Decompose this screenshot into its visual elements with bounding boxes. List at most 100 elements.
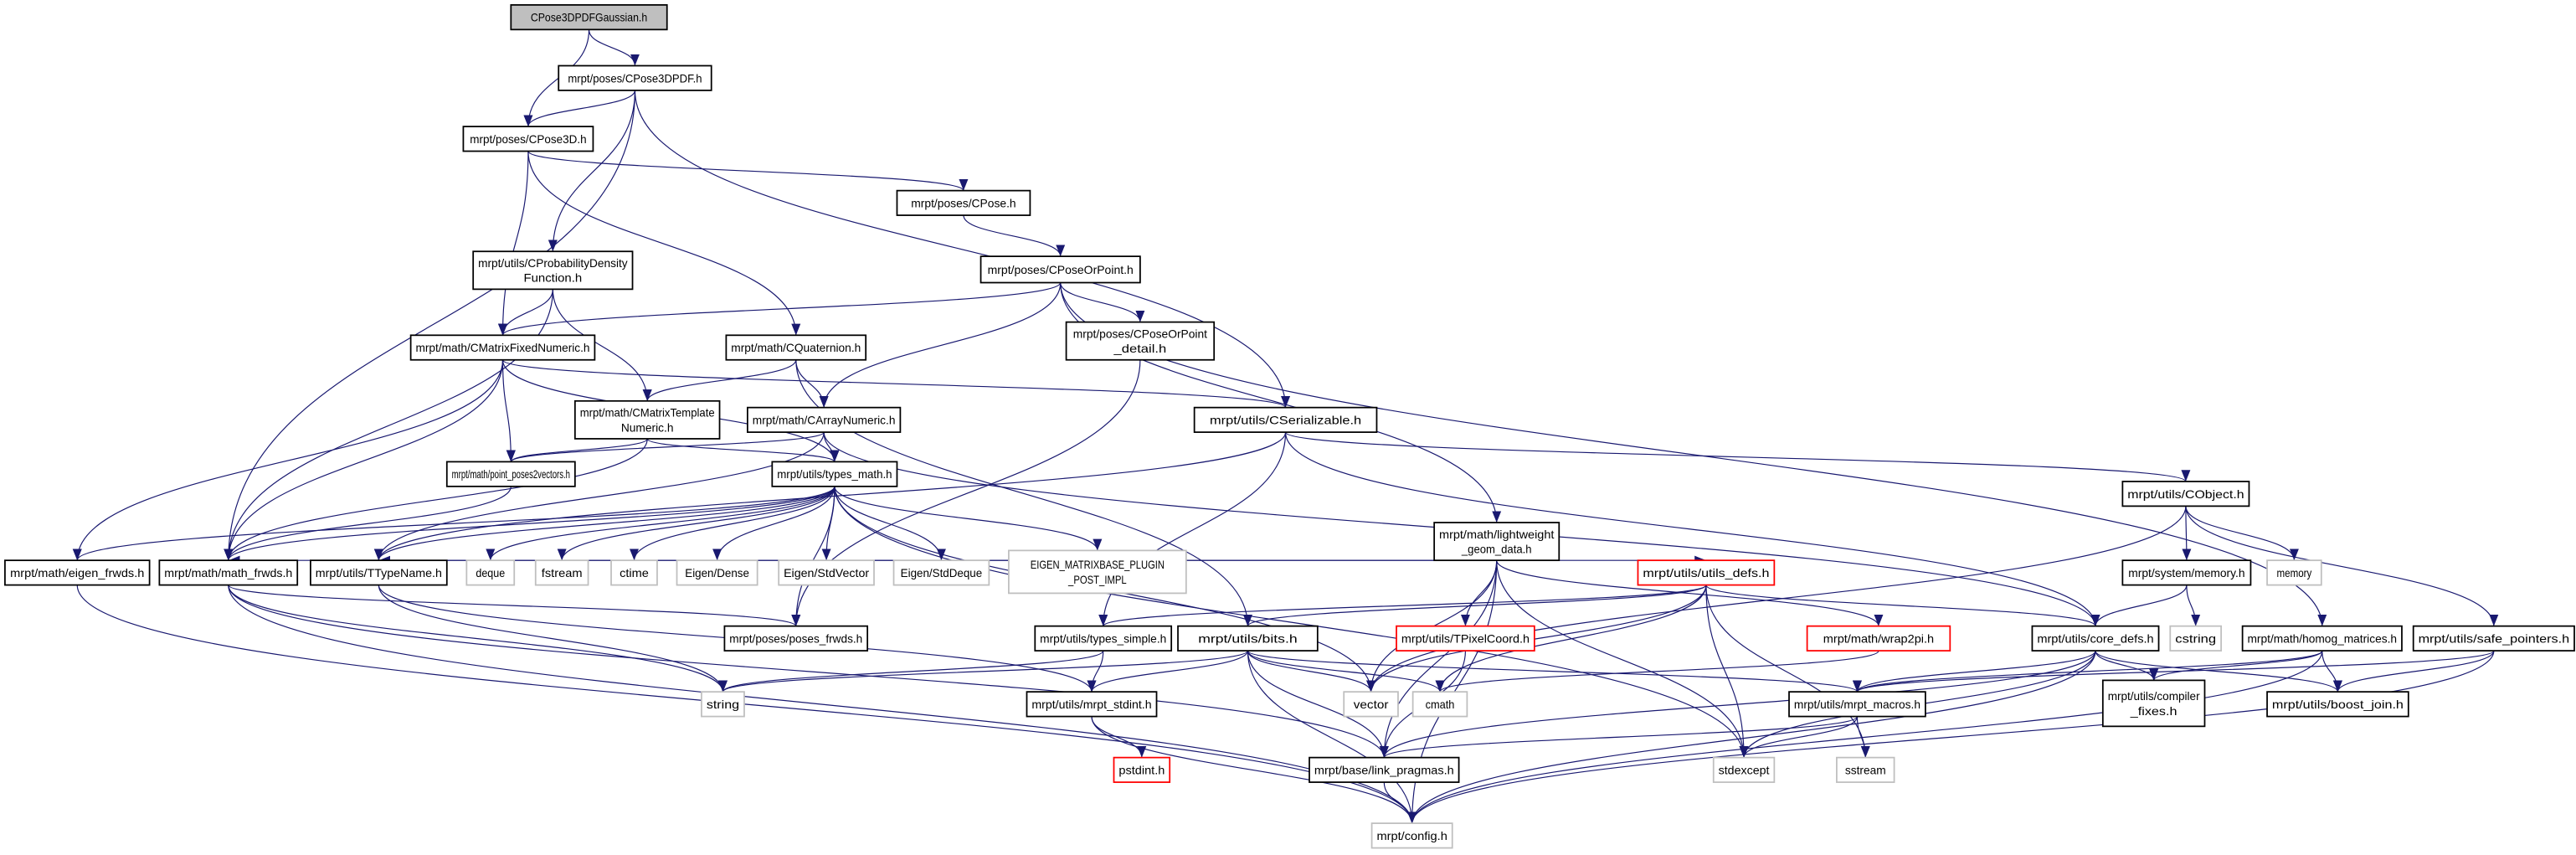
node-mrpt-utils-cobject-h[interactable]: mrpt/utils/CObject.h bbox=[2121, 481, 2250, 507]
node-box bbox=[1343, 691, 1399, 718]
node-box[interactable] bbox=[409, 334, 596, 361]
node-label: mrpt/system/memory.h bbox=[2128, 566, 2244, 579]
node-box[interactable] bbox=[771, 461, 898, 487]
node-box[interactable] bbox=[1193, 406, 1378, 433]
node-label: mrpt/poses/CPose3D.h bbox=[470, 132, 586, 146]
node-box bbox=[1637, 559, 1776, 586]
dependency-edge-mrpt-poses-cpose3d-h-to-mrpt-math-cquaternion-h bbox=[527, 151, 801, 336]
node-mrpt-poses-cpose3d-h[interactable]: mrpt/poses/CPose3D.h bbox=[462, 126, 594, 152]
node-box[interactable] bbox=[896, 189, 1031, 216]
node-box bbox=[1836, 756, 1895, 783]
node-box[interactable] bbox=[1309, 756, 1460, 783]
node-mrpt-math-point-poses2vectors-h[interactable]: mrpt/math/point_poses2vectors.h bbox=[445, 461, 576, 487]
node-box[interactable] bbox=[1026, 691, 1158, 718]
node-mrpt-poses-cpose-h[interactable]: mrpt/poses/CPose.h bbox=[896, 189, 1031, 216]
dependency-edge-mrpt-poses-cpose3dpdf-h-to-mrpt-poses-cpose3d-h bbox=[523, 90, 636, 127]
node-mrpt-utils-compiler-fixes-h[interactable]: mrpt/utils/compiler_fixes.h bbox=[2101, 679, 2206, 728]
node-label: Eigen/StdDeque bbox=[901, 566, 983, 579]
dependency-edge-mrpt-base-link-pragmas-h-to-mrpt-config-h bbox=[1383, 782, 1417, 824]
dependency-edge-mrpt-utils-utils-defs-h-to-mrpt-utils-types-simple-h bbox=[1098, 585, 1707, 627]
node-mrpt-utils-ttypename-h[interactable]: mrpt/utils/TTypeName.h bbox=[310, 559, 448, 586]
dependency-edge-mrpt-utils-types-math-h-to-fstream bbox=[557, 486, 836, 561]
node-mrpt-utils-mrpt-stdint-h[interactable]: mrpt/utils/mrpt_stdint.h bbox=[1026, 691, 1158, 718]
node-mrpt-math-homog-matrices-h[interactable]: mrpt/math/homog_matrices.h bbox=[2241, 625, 2403, 652]
node-box[interactable] bbox=[462, 126, 594, 152]
dependency-edge-mrpt-poses-cpose-h-to-mrpt-poses-cposeorpoint-h bbox=[963, 214, 1066, 257]
dependency-edge-mrpt-math-cmatrixfixednumeric-h-to-mrpt-math-eigen-frwds-h bbox=[72, 359, 504, 561]
node-mrpt-base-link-pragmas-h[interactable]: mrpt/base/link_pragmas.h bbox=[1309, 756, 1460, 783]
node-box[interactable] bbox=[2101, 679, 2206, 728]
node-label: deque bbox=[476, 566, 505, 579]
node-eigen-matrixbase-plugin-post-impl: EIGEN_MATRIXBASE_PLUGIN_POST_IMPL bbox=[1008, 549, 1187, 595]
dependency-edge-mrpt-math-homog-matrices-h-to-mrpt-config-h bbox=[1407, 651, 2323, 824]
node-box[interactable] bbox=[1788, 691, 1926, 718]
node-box[interactable] bbox=[158, 559, 299, 586]
node-mrpt-system-memory-h[interactable]: mrpt/system/memory.h bbox=[2121, 559, 2252, 586]
dependency-edge-mrpt-utils-core-defs-h-to-mrpt-utils-boost-join-h bbox=[2095, 650, 2342, 693]
node-mrpt-utils-mrpt-macros-h[interactable]: mrpt/utils/mrpt_macros.h bbox=[1788, 691, 1926, 718]
node-mrpt-utils-safe-pointers-h[interactable]: mrpt/utils/safe_pointers.h bbox=[2412, 625, 2575, 652]
node-box[interactable] bbox=[1065, 321, 1216, 361]
dependency-edge-mrpt-utils-mrpt-macros-h-to-mrpt-base-link-pragmas-h bbox=[1380, 716, 1859, 759]
node-box[interactable] bbox=[723, 625, 869, 652]
node-label: mrpt/math/homog_matrices.h bbox=[2248, 631, 2398, 645]
node-mrpt-math-math-frwds-h[interactable]: mrpt/math/math_frwds.h bbox=[158, 559, 299, 586]
node-label: _fixes.h bbox=[2130, 704, 2178, 718]
node-box[interactable] bbox=[747, 406, 902, 433]
node-box[interactable] bbox=[979, 255, 1141, 284]
dependency-edge-mrpt-utils-cserializable-h-to-mrpt-utils-ttypename-h bbox=[374, 432, 1287, 561]
node-mrpt-utils-cserializable-h[interactable]: mrpt/utils/CSerializable.h bbox=[1193, 406, 1378, 433]
node-mrpt-poses-cpose3dpdf-h[interactable]: mrpt/poses/CPose3DPDF.h bbox=[558, 64, 712, 91]
node-mrpt-math-cquaternion-h[interactable]: mrpt/math/CQuaternion.h bbox=[725, 334, 867, 361]
dependency-edge-mrpt-utils-types-math-h-to-eigen-matrixbase-plugin-post-impl bbox=[834, 486, 1103, 551]
node-label: mrpt/math/eigen_frwds.h bbox=[10, 566, 144, 579]
node-label: mrpt/config.h bbox=[1376, 829, 1447, 842]
dependency-edge-mrpt-utils-cobject-h-to-vector bbox=[1366, 506, 2187, 693]
node-mrpt-poses-cposeorpoint-h[interactable]: mrpt/poses/CPoseOrPoint.h bbox=[979, 255, 1141, 284]
dependency-edge-mrpt-math-lightweight-geom-data-h-to-mrpt-base-link-pragmas-h bbox=[1379, 560, 1498, 758]
node-box[interactable] bbox=[725, 334, 867, 361]
node-mrpt-utils-types-math-h[interactable]: mrpt/utils/types_math.h bbox=[771, 461, 898, 487]
node-label: mrpt/math/point_poses2vectors.h bbox=[452, 467, 570, 481]
node-cpose3dpdfgaussian-h[interactable]: CPose3DPDFGaussian.h bbox=[510, 4, 668, 31]
node-mrpt-poses-cposeorpoint-detail-h[interactable]: mrpt/poses/CPoseOrPoint_detail.h bbox=[1065, 321, 1216, 361]
node-box[interactable] bbox=[2412, 625, 2575, 652]
node-box[interactable] bbox=[2121, 559, 2252, 586]
node-box[interactable] bbox=[472, 250, 634, 291]
node-label: mrpt/poses/CPose3DPDF.h bbox=[568, 71, 702, 85]
node-label: mrpt/utils/safe_pointers.h bbox=[2419, 631, 2570, 645]
node-box[interactable] bbox=[510, 4, 668, 31]
node-box[interactable] bbox=[2031, 625, 2160, 652]
node-box[interactable] bbox=[573, 399, 721, 440]
dependency-edge-mrpt-poses-cposeorpoint-h-to-mrpt-poses-cposeorpoint-detail-h bbox=[1060, 282, 1145, 322]
node-stdexcept: stdexcept bbox=[1712, 756, 1776, 783]
node-label: cmath bbox=[1426, 698, 1455, 711]
node-box[interactable] bbox=[2121, 481, 2250, 507]
node-box[interactable] bbox=[558, 64, 712, 91]
node-box[interactable] bbox=[445, 461, 576, 487]
node-eigen-stdvector: Eigen/StdVector bbox=[778, 559, 875, 586]
node-box[interactable] bbox=[1034, 625, 1173, 652]
node-mrpt-utils-boost-join-h[interactable]: mrpt/utils/boost_join.h bbox=[2266, 691, 2409, 718]
node-box[interactable] bbox=[4, 559, 151, 586]
node-mrpt-utils-bits-h[interactable]: mrpt/utils/bits.h bbox=[1177, 625, 1319, 652]
dependency-edge-mrpt-math-carraynumeric-h-to-mrpt-math-point-poses2vectors-h bbox=[506, 431, 825, 462]
node-label: fstream bbox=[542, 566, 583, 579]
node-mrpt-utils-core-defs-h[interactable]: mrpt/utils/core_defs.h bbox=[2031, 625, 2160, 652]
node-mrpt-poses-poses-frwds-h[interactable]: mrpt/poses/poses_frwds.h bbox=[723, 625, 869, 652]
node-mrpt-math-carraynumeric-h[interactable]: mrpt/math/CArrayNumeric.h bbox=[747, 406, 902, 433]
node-mrpt-math-cmatrixfixednumeric-h[interactable]: mrpt/math/CMatrixFixedNumeric.h bbox=[409, 334, 596, 361]
node-mrpt-math-lightweight-geom-data-h[interactable]: mrpt/math/lightweight_geom_data.h bbox=[1433, 522, 1561, 562]
dependency-edge-mrpt-math-homog-matrices-h-to-mrpt-utils-mrpt-macros-h bbox=[1853, 650, 2323, 693]
dependency-edge-cpose3dpdfgaussian-h-to-mrpt-poses-cpose3dpdf-h bbox=[588, 29, 640, 66]
node-mrpt-utils-types-simple-h[interactable]: mrpt/utils/types_simple.h bbox=[1034, 625, 1173, 652]
node-box[interactable] bbox=[310, 559, 448, 586]
node-mrpt-math-eigen-frwds-h[interactable]: mrpt/math/eigen_frwds.h bbox=[4, 559, 151, 586]
node-box[interactable] bbox=[2241, 625, 2403, 652]
node-ctime: ctime bbox=[610, 559, 658, 586]
node-box[interactable] bbox=[1177, 625, 1319, 652]
node-box[interactable] bbox=[2266, 691, 2409, 718]
node-box[interactable] bbox=[1433, 522, 1561, 562]
